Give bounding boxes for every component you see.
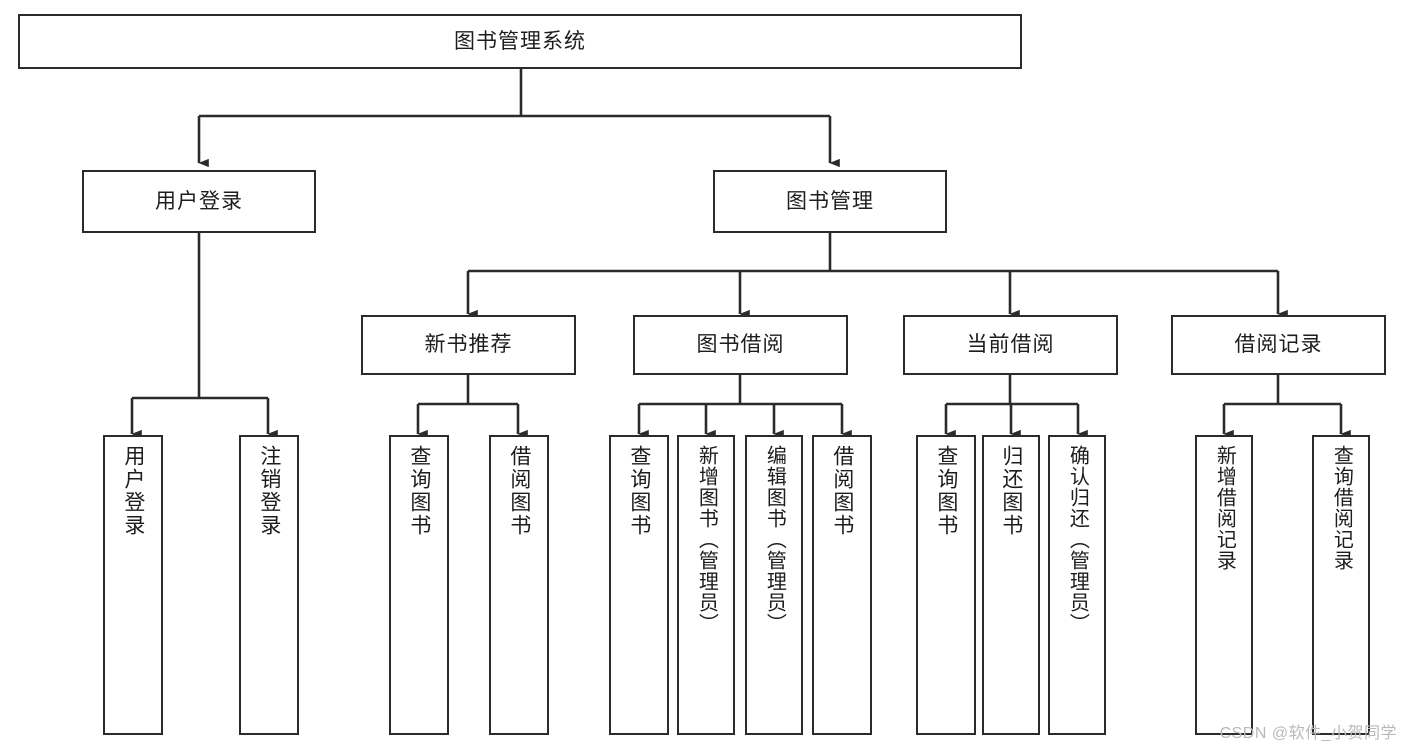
- node-label: 查询图书: [407, 445, 431, 537]
- node-user-login[interactable]: 用户登录: [82, 170, 316, 233]
- leaf-recommend-borrow-book[interactable]: 借阅图书: [489, 435, 549, 735]
- node-new-book-recommend[interactable]: 新书推荐: [361, 315, 576, 375]
- leaf-current-return-book[interactable]: 归还图书: [982, 435, 1040, 735]
- node-label: 图书管理: [786, 189, 874, 213]
- node-book-borrow[interactable]: 图书借阅: [633, 315, 848, 375]
- leaf-borrow-add-book-admin[interactable]: 新增图书（管理员）: [677, 435, 735, 735]
- leaf-user-login[interactable]: 用户登录: [103, 435, 163, 735]
- node-label: 借阅图书: [830, 445, 854, 537]
- node-label: 查询借阅记录: [1330, 445, 1353, 571]
- node-label: 当前借阅: [966, 333, 1055, 357]
- leaf-borrow-borrow-book[interactable]: 借阅图书: [812, 435, 872, 735]
- node-label: 新增图书（管理员）: [695, 445, 718, 634]
- leaf-borrow-query-book[interactable]: 查询图书: [609, 435, 669, 735]
- node-label: 图书借阅: [696, 333, 785, 357]
- node-label: 图书管理系统: [454, 29, 586, 53]
- node-label: 确认归还（管理员）: [1066, 445, 1089, 634]
- leaf-current-query-book[interactable]: 查询图书: [916, 435, 976, 735]
- node-borrow-record[interactable]: 借阅记录: [1171, 315, 1386, 375]
- node-label: 借阅记录: [1234, 333, 1323, 357]
- node-label: 注销登录: [257, 445, 281, 537]
- leaf-user-logout[interactable]: 注销登录: [239, 435, 299, 735]
- node-label: 查询图书: [934, 445, 958, 537]
- node-book-management[interactable]: 图书管理: [713, 170, 947, 233]
- node-label: 新书推荐: [424, 333, 513, 357]
- node-label: 用户登录: [121, 445, 145, 537]
- node-current-borrow[interactable]: 当前借阅: [903, 315, 1118, 375]
- leaf-recommend-query-book[interactable]: 查询图书: [389, 435, 449, 735]
- leaf-current-confirm-return-admin[interactable]: 确认归还（管理员）: [1048, 435, 1106, 735]
- leaf-record-add-record[interactable]: 新增借阅记录: [1195, 435, 1253, 735]
- node-label: 新增借阅记录: [1213, 445, 1236, 571]
- node-root[interactable]: 图书管理系统: [18, 14, 1022, 69]
- node-label: 查询图书: [627, 445, 651, 537]
- node-label: 借阅图书: [507, 445, 531, 537]
- node-label: 归还图书: [999, 445, 1023, 537]
- watermark: CSDN @软件_小贺同学: [1219, 725, 1397, 742]
- leaf-borrow-edit-book-admin[interactable]: 编辑图书（管理员）: [745, 435, 803, 735]
- node-label: 用户登录: [155, 189, 243, 213]
- leaf-record-query-record[interactable]: 查询借阅记录: [1312, 435, 1370, 735]
- node-label: 编辑图书（管理员）: [763, 445, 786, 634]
